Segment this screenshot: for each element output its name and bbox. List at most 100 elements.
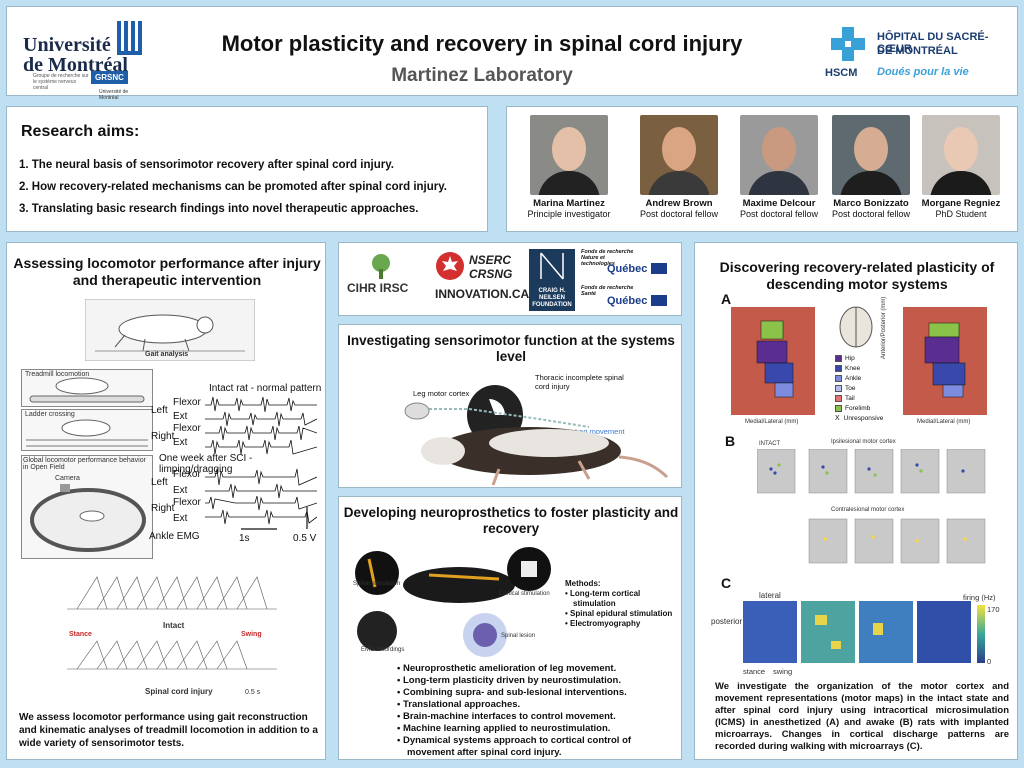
udem-logo: Université de Montréal Groupe de recherc… (17, 17, 147, 101)
legend-item: Ankle (835, 375, 861, 382)
methods-title: Methods: (565, 579, 601, 588)
quebec-logo-text: Québec (607, 295, 648, 307)
aim-item: 3. Translating basic research findings i… (19, 203, 419, 215)
member-name: Maxime Delcour (742, 198, 816, 209)
udem-name: Université de Montréal (23, 34, 128, 76)
legend-item: Toe (835, 385, 855, 392)
list-item: • Machine learning applied to neurostimu… (397, 723, 611, 734)
member-role: Principle investigator (527, 209, 611, 219)
nserc-logo-text: NSERC (469, 253, 512, 267)
motor-map-right (903, 307, 987, 415)
firing-label: firing (Hz) (963, 593, 996, 602)
emg-left-label: Left (151, 477, 168, 488)
crsng-logo-text: CRSNG (469, 267, 513, 281)
colorbar-max: 170 (987, 605, 1000, 614)
maple-leaf-icon (436, 252, 464, 280)
emg-flexor-label: Flexor (173, 469, 201, 480)
spinal-stim-label: Spinal stimulation (353, 581, 401, 587)
member-photo (530, 115, 608, 195)
plasticity-description: We investigate the organization of the m… (715, 681, 1009, 752)
member-photo (922, 115, 1000, 195)
rat-brain-icon (839, 306, 873, 348)
emg-flexor-label: Flexor (173, 397, 201, 408)
craig-neilsen-logo: CRAIG H. NEILSEN FOUNDATION (529, 249, 575, 311)
aim-item: 2. How recovery-related mechanisms can b… (19, 181, 447, 193)
thoracic-sci-label: Thoracic incomplete spinal cord injury (535, 373, 624, 391)
team-member: Andrew Brown Post doctoral fellow (629, 115, 729, 219)
swing-label: swing (773, 667, 793, 676)
stance-label: Stance (69, 631, 92, 638)
grsnc-small-text: Groupe de recherche sur le système nerve… (33, 73, 89, 91)
plasticity-panel-title: Discovering recovery-related plasticity … (719, 259, 995, 292)
member-photo (740, 115, 818, 195)
member-role: Post doctoral fellow (831, 209, 911, 219)
legend-item: Forelimb (835, 405, 870, 412)
member-name: Morgane Regniez (921, 198, 1001, 209)
emg-ext-label: Ext (173, 411, 188, 422)
emg-right-label: Right (151, 431, 175, 442)
grsnc-badge: GRSNC (91, 71, 128, 84)
methods-box: Methods: • Long-term cortical stimulatio… (565, 579, 677, 629)
craig-neilsen-text: CRAIG H. NEILSEN FOUNDATION (532, 288, 572, 308)
member-name: Andrew Brown (645, 198, 713, 209)
legend-item: Knee (835, 365, 860, 372)
neuroprosthetics-panel: Developing neuroprosthetics to foster pl… (338, 496, 682, 760)
ipsi-contra-maps (757, 449, 986, 564)
method-item: • Long-term cortical stimulation (565, 589, 641, 608)
section-b-label: B (725, 433, 736, 449)
axis-ap-label: Anterior/Posterior (mm) (881, 296, 887, 359)
emg-flexor-label: Flexor (173, 423, 201, 434)
cihr-logo-text: CIHR IRSC (347, 281, 409, 295)
quebec-flag-icon (651, 295, 667, 306)
openfield-caption: Global locomotor performance behavior in… (23, 457, 146, 471)
hscm-name-line1: HÔPITAL DU SACRÉ-CŒUR (877, 31, 989, 55)
emg-ankle-label: Ankle EMG (149, 531, 200, 542)
treadmill-figure (21, 369, 153, 407)
treadmill-caption: Treadmill locomotion (25, 371, 90, 378)
member-name: Marina Martinez (533, 198, 605, 209)
cortical-stim-label: Cortical stimulation (499, 591, 550, 597)
hscm-name-line2: DE MONTRÉAL (877, 45, 958, 57)
innovation-logo-text: INNOVATION.CA (435, 287, 530, 301)
list-item: • Combining supra- and sub-lesional inte… (397, 687, 627, 698)
emg-ext-label: Ext (173, 485, 188, 496)
ladder-caption: Ladder crossing (25, 411, 75, 418)
rat-systems-illustration (404, 385, 669, 486)
research-aims-panel: Research aims: 1. The neural basis of se… (6, 106, 488, 232)
team-member: Maxime Delcour Post doctoral fellow (729, 115, 829, 219)
gait-sci-caption: Spinal cord injury (145, 687, 213, 696)
contralesional-label: Contralesional motor cortex (831, 507, 905, 513)
udem-bars-icon (117, 21, 142, 55)
neuroprosthetics-list: • Neuroprosthetic amelioration of leg mo… (397, 663, 657, 759)
header-banner: Université de Montréal Groupe de recherc… (6, 6, 1018, 101)
method-item: • Electromyography (565, 619, 641, 628)
hscm-logo: HÔPITAL DU SACRÉ-CŒUR DE MONTRÉAL HSCM D… (819, 23, 1009, 89)
ladder-figure (21, 409, 153, 451)
funders-panel: CIHR IRSC NSERC CRSNG INNOVATION.CA CRAI… (338, 242, 682, 316)
poster-title: Motor plasticity and recovery in spinal … (221, 31, 743, 56)
axis-ml-label: Medial/Lateral (mm) (917, 419, 971, 425)
camera-label: Camera (55, 475, 80, 482)
team-panel: Marina Martinez Principle investigator A… (506, 106, 1018, 232)
emg-traces (205, 396, 317, 530)
member-photo (832, 115, 910, 195)
team-member: Morgane Regniez PhD Student (911, 115, 1011, 219)
hscm-cross-icon (831, 27, 865, 61)
leg-movement-label: Leg movement (575, 427, 625, 436)
emg-recordings-label: EMG recordings (361, 647, 405, 653)
member-role: PhD Student (935, 209, 987, 219)
gait-analysis-caption: Gait analysis (145, 351, 189, 358)
section-a-label: A (721, 291, 732, 307)
research-aims-title: Research aims: (21, 123, 140, 140)
team-member: Marco Bonizzato Post doctoral fellow (821, 115, 921, 219)
posterior-label: posterior (711, 617, 743, 626)
emg-ext-label: Ext (173, 513, 188, 524)
neuroprosthetics-illustration (355, 547, 551, 657)
member-role: Post doctoral fellow (739, 209, 819, 219)
member-role: Post doctoral fellow (639, 209, 719, 219)
hscm-slogan: Doués pour la vie (877, 66, 969, 78)
emg-sci-heading: One week after SCI - limping/dragging (159, 453, 253, 475)
gait-analysis-figure (85, 299, 255, 361)
list-item: • Brain-machine interfaces to control mo… (397, 711, 616, 722)
